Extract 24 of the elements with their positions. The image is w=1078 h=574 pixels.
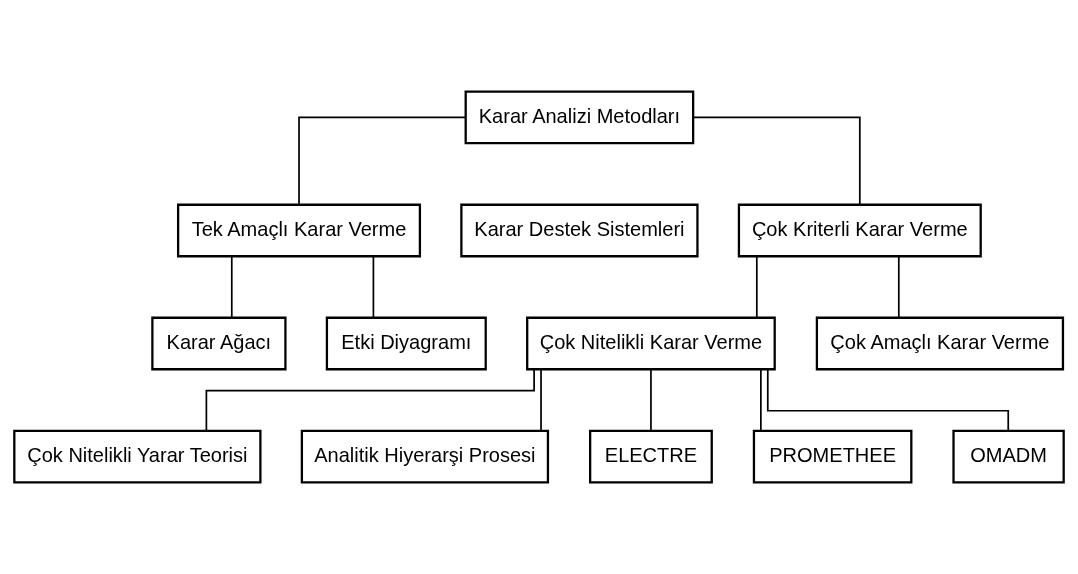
node-box: Karar Destek Sistemleri bbox=[460, 203, 699, 258]
node-box: PROMETHEE bbox=[752, 429, 913, 484]
node-box: Etki Diyagramı bbox=[325, 316, 487, 371]
node-box: Çok Nitelikli Yarar Teorisi bbox=[13, 429, 262, 484]
node-box: Çok Amaçlı Karar Verme bbox=[815, 316, 1065, 371]
node-box: Çok Nitelikli Karar Verme bbox=[526, 316, 776, 371]
node-box: OMADM bbox=[952, 429, 1065, 484]
connector bbox=[897, 255, 900, 319]
connector bbox=[540, 368, 542, 432]
node-box: Analitik Hiyerarşi Prosesi bbox=[300, 429, 550, 484]
connector bbox=[372, 255, 375, 319]
connector bbox=[205, 368, 535, 432]
connector bbox=[692, 116, 861, 206]
connector bbox=[230, 255, 233, 319]
connector bbox=[650, 368, 652, 432]
connector bbox=[766, 368, 1010, 432]
node-box: Karar Analizi Metodları bbox=[464, 90, 695, 145]
node-box: Tek Amaçlı Karar Verme bbox=[177, 203, 422, 258]
node-box: Çok Kriterli Karar Verme bbox=[737, 203, 982, 258]
connector bbox=[755, 255, 758, 319]
connector bbox=[298, 116, 467, 206]
node-box: Karar Ağacı bbox=[151, 316, 287, 371]
node-box: ELECTRE bbox=[589, 429, 713, 484]
connector bbox=[760, 368, 762, 432]
